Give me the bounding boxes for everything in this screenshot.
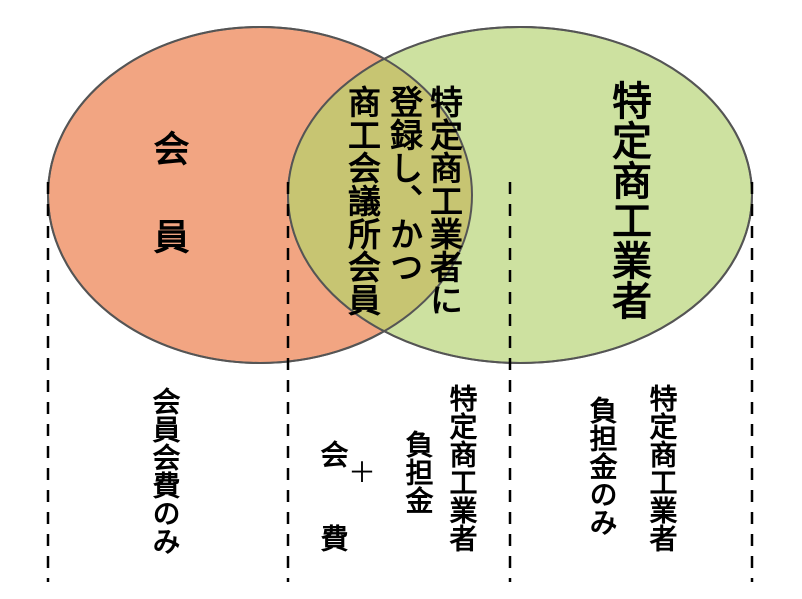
col3-line-2: 負担金のみ [586,396,619,536]
overlap-line-1: 特定商工業者に [425,85,464,316]
right-circle-label: 特定商工業者 [605,80,652,320]
overlap-region [288,27,472,363]
col1-line-1: 会員会費のみ [149,387,182,555]
overlap-line-2: 登録し、かつ [385,85,425,283]
column-dividers [46,182,754,582]
overlap-line-3: 商工会議所会員 [343,85,382,316]
col2-line-1: 特定商工業者 [446,384,479,552]
col2-line-4: 会 費 [317,440,350,566]
col2-line-3: ＋ [348,456,376,489]
col3-line-1: 特定商工業者 [646,384,679,552]
left-circle-label: 会 員 [148,130,190,262]
overlap-label: 特定商工業者に 登録し、かつ 商工会議所会員 [343,85,464,316]
col2-line-2: 負担金 [402,430,435,514]
